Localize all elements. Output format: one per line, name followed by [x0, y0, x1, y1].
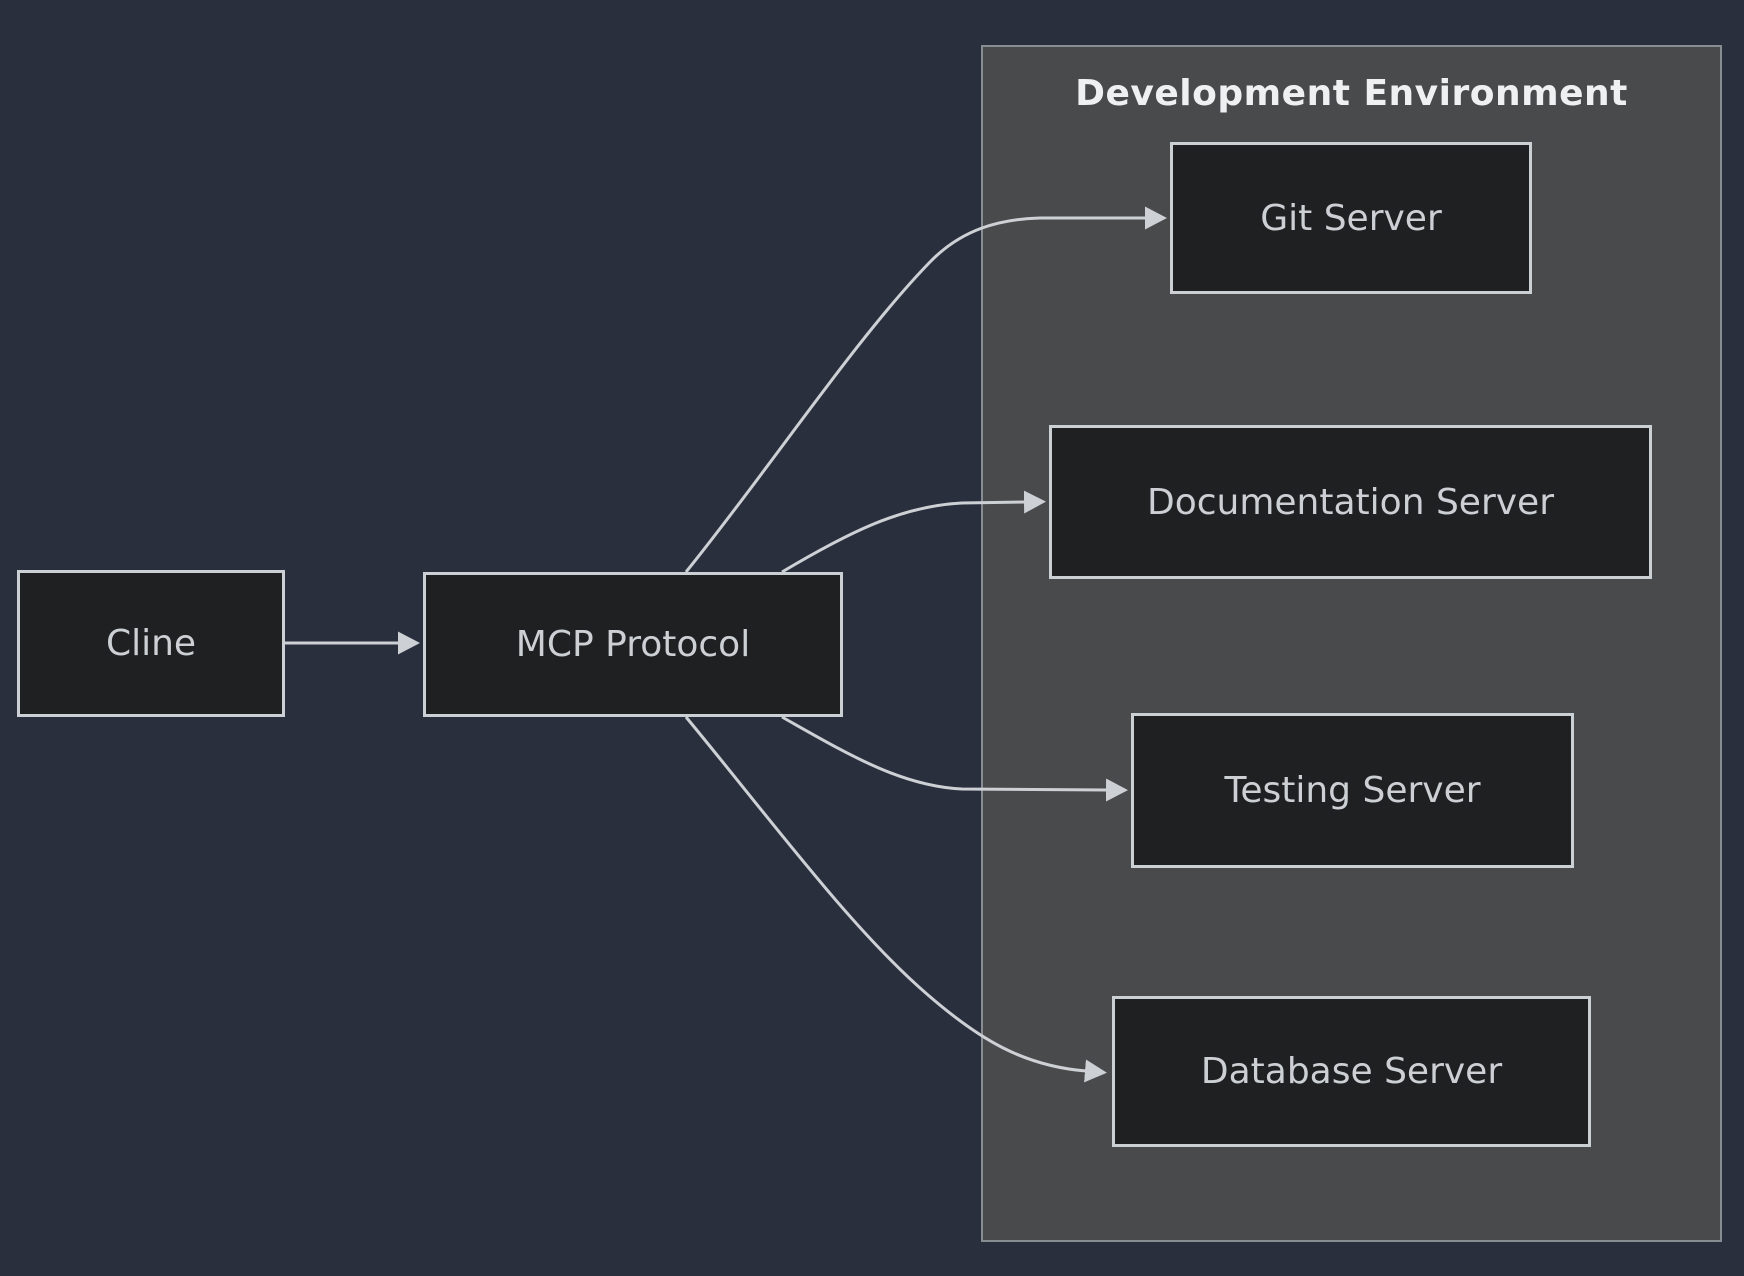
- node-cline: Cline: [17, 570, 285, 717]
- node-cline-label: Cline: [105, 623, 197, 664]
- edge-mcp-to-testing: [781, 715, 1128, 802]
- node-mcp-protocol: MCP Protocol: [423, 572, 843, 717]
- edge-mcp-to-git: [684, 206, 1167, 573]
- node-database-server: Database Server: [1112, 996, 1591, 1147]
- node-documentation-server-label: Documentation Server: [1146, 481, 1555, 523]
- node-git-server: Git Server: [1170, 142, 1532, 294]
- cluster-title: Development Environment: [1075, 73, 1628, 114]
- node-database-server-label: Database Server: [1200, 1051, 1503, 1092]
- node-git-server-label: Git Server: [1260, 197, 1442, 239]
- node-testing-server-label: Testing Server: [1224, 770, 1481, 811]
- edge-mcp-to-database: [684, 716, 1107, 1083]
- edge-mcp-to-documentation: [781, 490, 1046, 574]
- node-mcp-protocol-label: MCP Protocol: [515, 624, 751, 665]
- node-testing-server: Testing Server: [1131, 713, 1574, 868]
- node-documentation-server: Documentation Server: [1049, 425, 1652, 579]
